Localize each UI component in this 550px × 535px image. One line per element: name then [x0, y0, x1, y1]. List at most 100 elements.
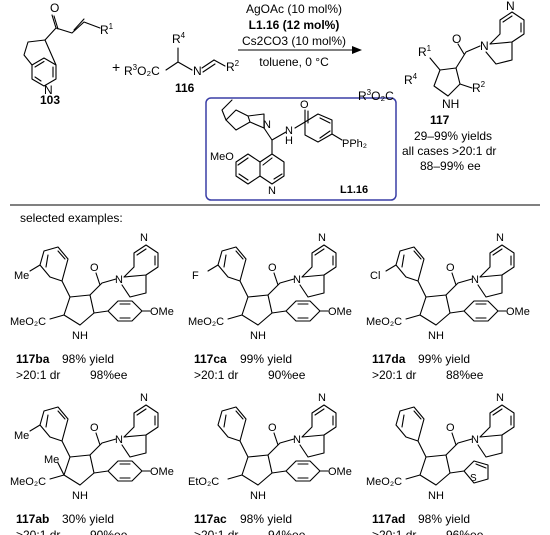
atom-r2: R2: [226, 59, 240, 74]
dr-summary: all cases >20:1 dr: [402, 144, 496, 158]
pyrrolidine-ring: [63, 454, 95, 486]
example-id: 117ba: [16, 352, 50, 366]
ester-group: MeO₂C: [10, 316, 46, 328]
atom-o: O: [446, 262, 455, 274]
aryl-ring-double-bonds: [223, 250, 244, 268]
atom-n-imine: N: [193, 64, 202, 78]
ester-group: MeO₂C: [10, 476, 46, 488]
azaindoline-double-bonds: [136, 408, 156, 426]
methyl-bond: [57, 462, 65, 476]
aryl-substituent: Me: [14, 430, 29, 442]
pyrrolidine-ring: [241, 294, 273, 326]
amide-bond: [445, 272, 473, 296]
azaindoline-pyridine: [301, 244, 337, 278]
azaindoline-pyridine: [123, 244, 159, 278]
azaindoline-pyridine: [479, 244, 515, 278]
amide-bond: [89, 272, 117, 296]
ee-range: 88–99% ee: [420, 159, 481, 173]
substrate-116: R3O₂C R4 N R2 116: [124, 31, 240, 95]
azaindoline-five-ring: [477, 274, 503, 298]
aryl-ring-double-bonds: [45, 250, 66, 268]
atom-n-pyridine: N: [140, 392, 148, 404]
c5-bond: [93, 310, 109, 314]
aryl-ring: [217, 246, 249, 298]
atom-o: O: [50, 1, 59, 15]
ester-group: MeO₂C: [188, 316, 224, 328]
aryl-ring: [39, 246, 71, 298]
azaindoline-double-bonds: [314, 408, 334, 426]
aryl-ring-double-bonds: [223, 410, 244, 428]
anisyl-ring: [463, 300, 499, 322]
example-dr: >20:1 dr: [16, 528, 60, 535]
atom-n-amide: N: [471, 434, 479, 446]
aryl-ring: [395, 406, 427, 458]
atom-o: O: [90, 422, 99, 434]
aryl-ring-double-bonds: [401, 250, 422, 268]
ester-bond: [227, 314, 243, 320]
aryl-substituent-bond: [29, 424, 41, 432]
anisyl-ring: [285, 300, 321, 322]
compound-label-116: 116: [175, 81, 195, 95]
azaindoline-double-bonds: [136, 248, 156, 266]
product-117: O N N R1 R4 R3O₂C NH R2 117 29–99% yield…: [358, 0, 525, 173]
c5-bond: [449, 310, 465, 314]
atom-n-pyridine: N: [318, 392, 326, 404]
example-yield: 99% yield: [240, 352, 292, 366]
aryl-substituent-bond: [29, 264, 41, 272]
atom-n-pyridine: N: [318, 232, 326, 244]
atom-nh-product: NH: [442, 97, 459, 111]
atom-n-pyridine-product: N: [506, 0, 515, 13]
reagent-line-1: AgOAc (10 mol%): [246, 2, 342, 16]
example-id: 117ca: [194, 352, 227, 366]
example-yield: 98% yield: [418, 512, 470, 526]
atom-r4: R4: [172, 31, 186, 46]
azaindoline-five-ring: [299, 274, 325, 298]
aryl-substituent: Me: [14, 270, 29, 282]
atom-nh: NH: [72, 490, 88, 502]
amide-bond: [267, 272, 295, 296]
ligand-box-frame: [205, 97, 397, 201]
selected-examples-title: selected examples:: [20, 211, 123, 225]
example-ee: 94%ee: [268, 528, 306, 535]
atom-n-amide: N: [293, 274, 301, 286]
atom-o: O: [268, 262, 277, 274]
atom-n-amide: N: [293, 434, 301, 446]
azaindoline-five-ring: [299, 434, 325, 458]
methoxy-label: OMe: [328, 466, 352, 478]
example-ee: 90%ee: [268, 368, 306, 382]
ester-bond: [227, 474, 243, 480]
c5-bond: [93, 470, 109, 474]
azaindoline-five-ring: [121, 274, 147, 298]
atom-nh: NH: [250, 490, 266, 502]
methoxy-label: OMe: [328, 306, 352, 318]
amide-bond: [89, 432, 117, 456]
atom-nh: NH: [428, 330, 444, 342]
atom-o-product: O: [452, 32, 461, 46]
example-id: 117ab: [16, 512, 49, 526]
example-ee: 96%ee: [446, 528, 484, 535]
atom-meo-ligand: MeO: [210, 151, 234, 163]
atom-r1: R1: [100, 22, 114, 37]
amide-bond: [267, 432, 295, 456]
example-dr: >20:1 dr: [194, 528, 238, 535]
example-ee: 98%ee: [90, 368, 128, 382]
example-ee: 88%ee: [446, 368, 484, 382]
ester-bond: [49, 314, 65, 320]
ester-bond: [405, 314, 421, 320]
atom-n-pyridine: N: [496, 232, 504, 244]
azaindoline-pyridine: [123, 404, 159, 438]
pyrrolidine-ring: [419, 294, 451, 326]
aryl-substituent: Cl: [370, 270, 380, 282]
example-yield: 98% yield: [62, 352, 114, 366]
ester-group: EtO₂C: [188, 476, 219, 488]
ester-bond: [49, 474, 65, 480]
atom-o: O: [90, 262, 99, 274]
atom-r4-product: R4: [404, 72, 418, 87]
example-ee: 90%ee: [90, 528, 128, 535]
